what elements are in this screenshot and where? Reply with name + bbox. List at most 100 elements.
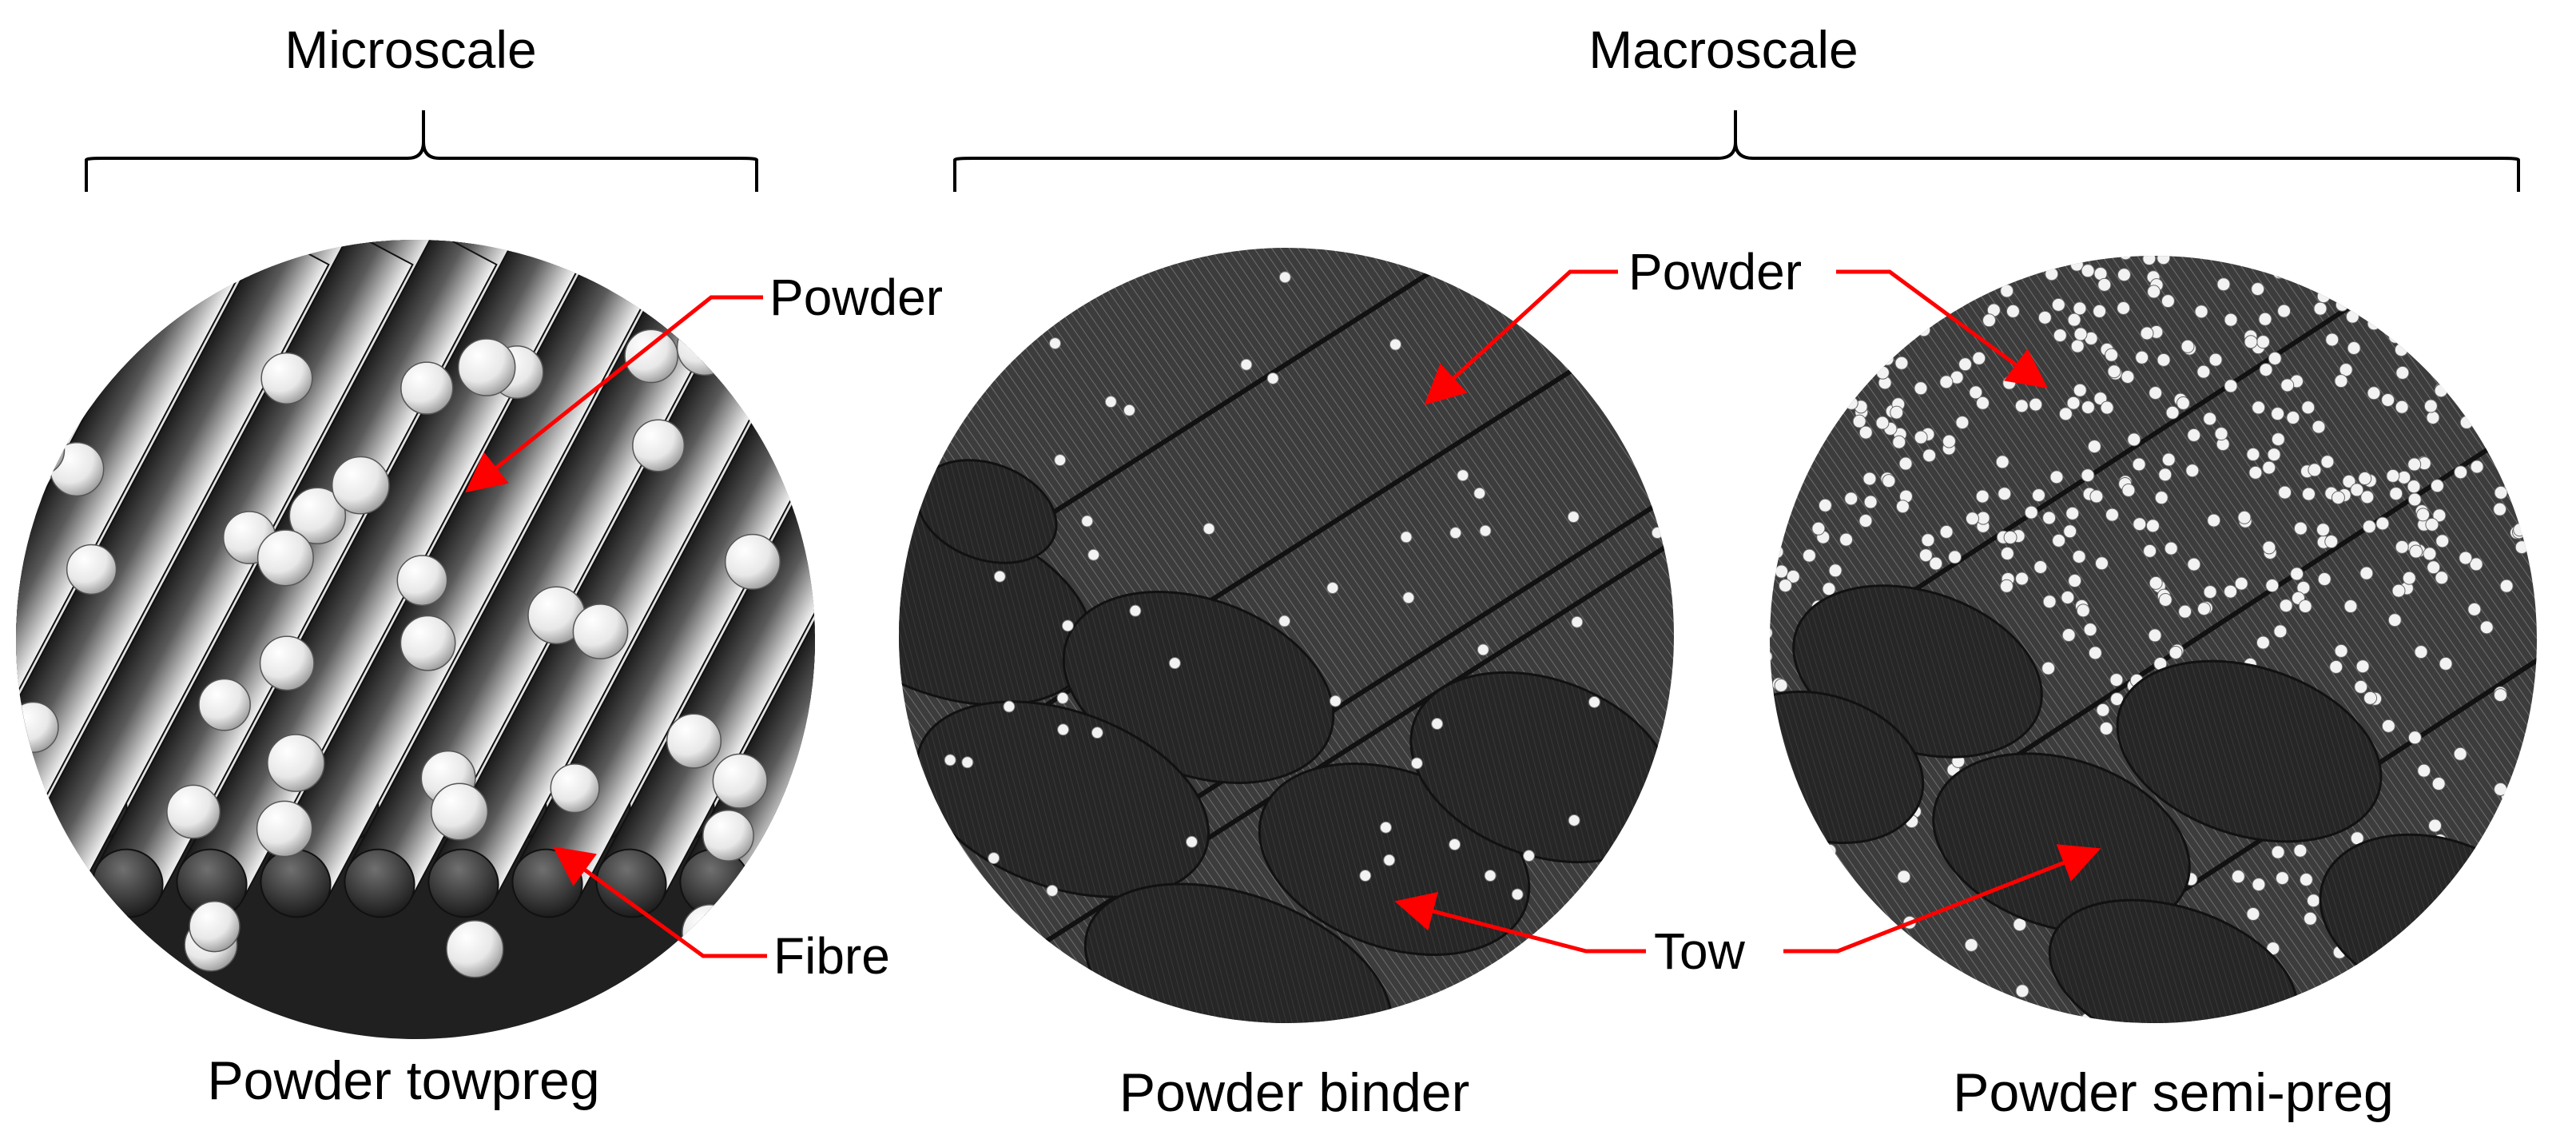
powder-particle — [2434, 384, 2448, 398]
powder-particle — [2266, 942, 2280, 956]
powder-particle — [1811, 521, 1826, 536]
powder-particle — [2494, 688, 2508, 703]
powder-particle — [1921, 533, 1935, 548]
powder-particle — [2426, 410, 2440, 424]
powder-particle — [1818, 498, 1832, 512]
powder-particle — [1594, 380, 1607, 393]
powder-particle — [1839, 375, 1853, 389]
fibre-end — [763, 848, 815, 918]
powder-particle — [2149, 386, 2163, 400]
powder-particle — [1651, 527, 1664, 540]
powder-particle — [1803, 301, 1817, 315]
powder-particle — [2527, 503, 2537, 517]
powder-particle — [2224, 313, 2238, 327]
powder-particle — [1823, 319, 1837, 333]
powder-particle — [1819, 337, 1833, 351]
powder-particle — [2539, 804, 2552, 817]
powder-particle — [2125, 242, 2137, 255]
powder-particle — [682, 904, 740, 962]
powder-particle — [2271, 432, 2285, 447]
powder-particle — [2061, 591, 2075, 605]
powder-particle — [1770, 372, 1778, 386]
powder-particle — [2224, 256, 2238, 264]
powder-particle — [1938, 256, 1953, 259]
powder-particle — [2530, 387, 2537, 401]
powder-particle — [2145, 519, 2160, 533]
powder-particle — [2331, 491, 2345, 505]
powder-particle — [2396, 280, 2411, 294]
caption-towpreg: Powder towpreg — [207, 1050, 599, 1111]
powder-particle — [2194, 305, 2208, 319]
powder-particle — [2432, 508, 2447, 523]
powder-particle — [1819, 256, 1833, 262]
powder-particle — [2387, 613, 2402, 627]
powder-particle — [2407, 492, 2422, 507]
powder-particle — [2395, 540, 2409, 554]
powder-particle — [1972, 351, 1986, 365]
powder-particle — [2224, 379, 2238, 393]
powder-particle — [1914, 430, 1928, 444]
powder-particle — [2053, 329, 2067, 343]
powder-particle — [2355, 659, 2370, 674]
powder-particle — [2516, 1007, 2530, 1022]
powder-particle — [2290, 567, 2304, 581]
powder-particle — [2428, 818, 2443, 833]
powder-particle — [2067, 313, 2081, 327]
powder-particle — [2316, 523, 2331, 537]
powder-particle — [2391, 1006, 2405, 1020]
powder-particle — [2407, 731, 2422, 745]
powder-particle — [1567, 511, 1580, 524]
powder-particle — [2121, 483, 2136, 497]
powder-particle — [1003, 700, 1016, 713]
powder-particle — [1942, 434, 1956, 448]
powder-particle — [2515, 305, 2530, 319]
powder-particle — [1091, 727, 1103, 739]
powder-particle — [2391, 583, 2406, 598]
powder-particle — [2470, 865, 2484, 879]
powder-particle — [2303, 911, 2317, 926]
powder-particle — [1875, 416, 1890, 430]
powder-particle — [1858, 308, 1873, 322]
powder-particle — [2473, 376, 2487, 391]
powder-particle — [2203, 412, 2217, 426]
macroscale-label: Macroscale — [1588, 20, 1858, 79]
powder-particle — [2049, 470, 2064, 484]
powder-particle — [1788, 321, 1803, 336]
powder-particle — [2142, 256, 2157, 266]
powder-particle — [2416, 508, 2431, 522]
powder-particle — [2224, 584, 2238, 599]
powder-particle — [1794, 384, 1808, 399]
powder-particle — [1326, 582, 1339, 595]
powder-particle — [1644, 901, 1657, 914]
powder-particle — [2452, 352, 2467, 367]
powder-particle — [2231, 870, 2245, 884]
powder-particle — [1999, 579, 2013, 593]
powder-particle — [1844, 492, 1858, 506]
powder-particle — [2246, 448, 2260, 462]
powder-particle — [2299, 873, 2313, 887]
powder-particle — [2423, 547, 2437, 561]
powder-particle — [2216, 277, 2231, 292]
powder-particle — [1046, 884, 1059, 897]
powder-particle — [666, 713, 722, 769]
powder-particle — [1852, 414, 1866, 428]
powder-particle — [2157, 256, 2171, 265]
powder-particle — [2516, 468, 2530, 483]
powder-particle — [2203, 585, 2217, 599]
powder-particle — [2420, 353, 2435, 368]
powder-particle — [1916, 256, 1930, 260]
powder-particle — [198, 678, 251, 731]
powder-particle — [1054, 454, 1067, 467]
powder-particle — [2107, 364, 2121, 379]
powder-particle — [2325, 333, 2339, 347]
powder-particle — [1410, 757, 1423, 770]
powder-label-right: Powder — [1628, 243, 1802, 301]
powder-particle — [2076, 603, 2090, 618]
powder-particle — [2000, 547, 2014, 561]
powder-particle — [1948, 550, 1962, 564]
powder-particle — [1057, 723, 1070, 736]
powder-particle — [2197, 256, 2212, 257]
powder-particle — [2359, 566, 2374, 580]
powder-particle — [1571, 615, 1584, 628]
powder-particle — [256, 529, 314, 587]
